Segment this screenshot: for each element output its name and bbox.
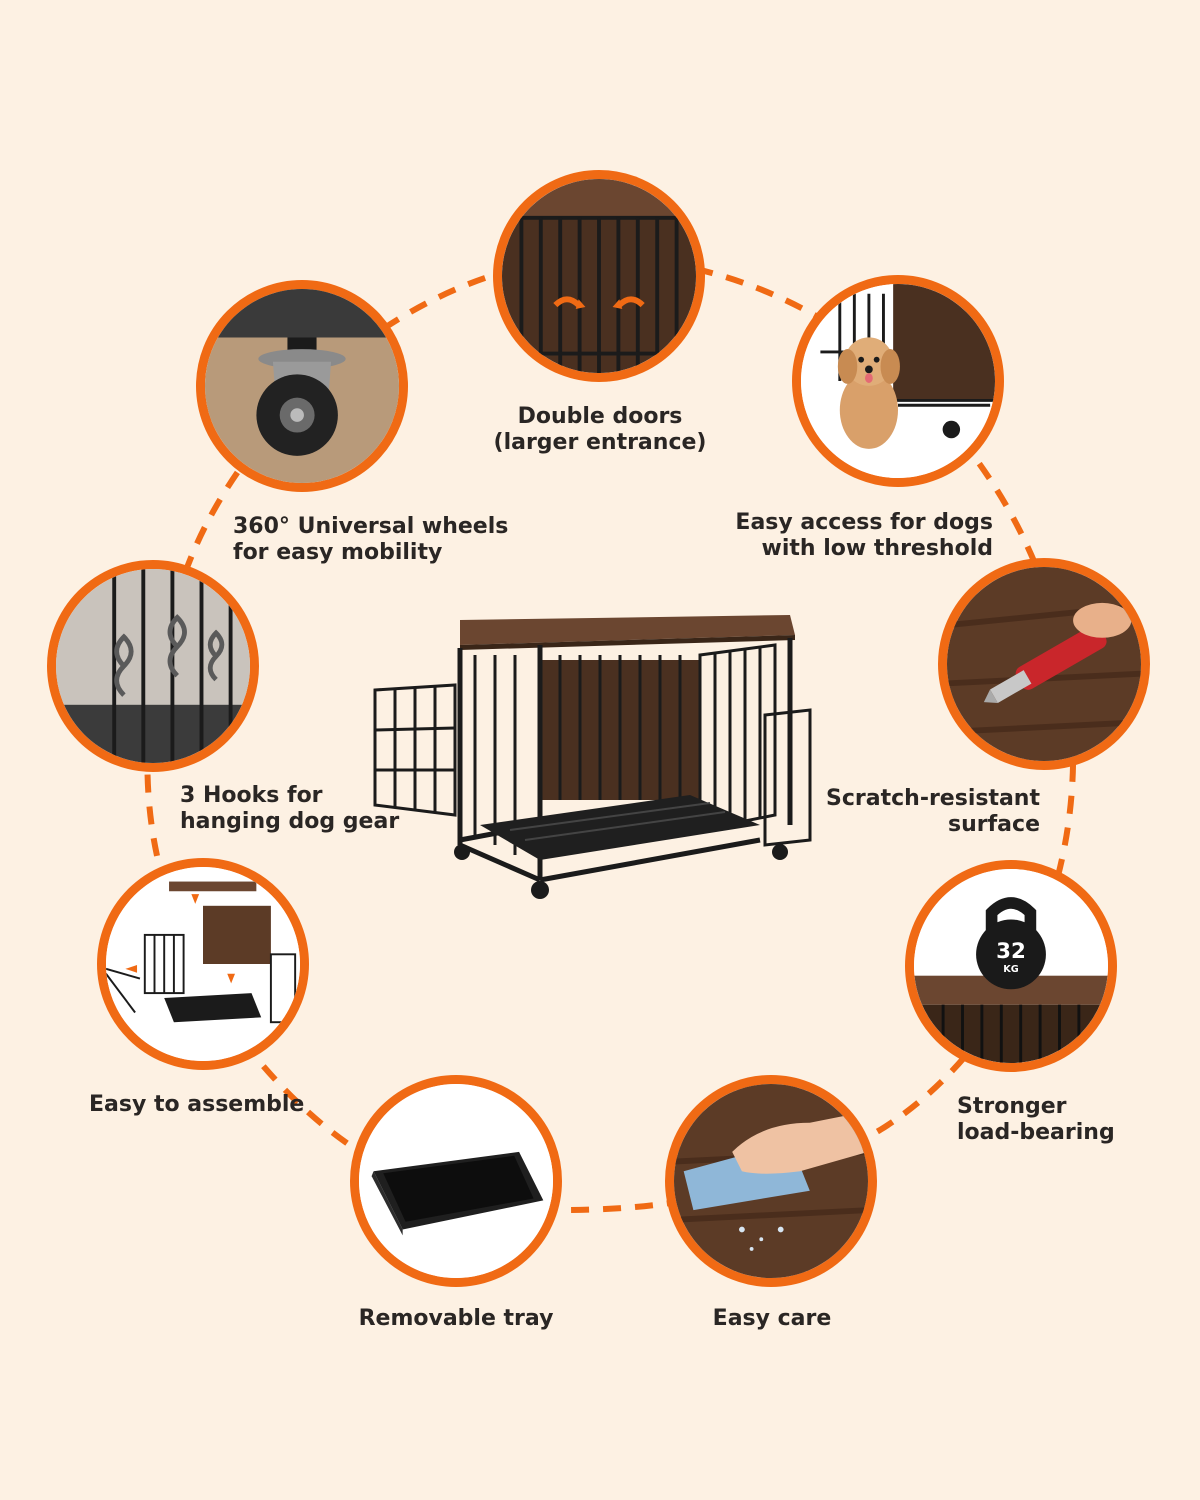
easy-access-label: Easy access for dogs with low threshold <box>693 510 993 562</box>
wheels-label: 360° Universal wheels for easy mobility <box>233 514 523 566</box>
easy-care-label-line-1: Easy care <box>712 1306 832 1331</box>
hooks-label-line-2: hanging dog gear <box>180 809 400 834</box>
double-doors-label-line-1: Double doors <box>517 404 683 429</box>
double-doors-label-line-2: (larger entrance) <box>493 430 707 455</box>
scratch-photo <box>938 558 1150 770</box>
caster-wheel-icon <box>205 289 399 483</box>
double-doors-label: Double doors (larger entrance) <box>460 404 740 456</box>
hooks-label: 3 Hooks for hanging dog gear <box>180 783 440 835</box>
crate-double-door-icon <box>502 179 696 373</box>
assemble-label-line-1: Easy to assemble <box>89 1092 305 1117</box>
kettlebell-unit: KG <box>1003 964 1019 975</box>
load-bearing-label-line-2: load-bearing <box>957 1120 1115 1145</box>
assemble-photo <box>97 858 309 1070</box>
easy-access-label-line-1: Easy access for dogs <box>735 510 993 535</box>
kettlebell-weight: 32 <box>996 939 1026 964</box>
wiping-hand-icon <box>674 1084 868 1278</box>
removable-tray-label: Removable tray <box>336 1306 576 1332</box>
wheels-label-line-2: for easy mobility <box>233 540 443 565</box>
cutter-blade-icon <box>947 567 1141 761</box>
load-bearing-photo: 32 KG <box>905 860 1117 1072</box>
tray-icon <box>359 1084 553 1278</box>
dog-crate-entry-icon <box>801 284 995 478</box>
dog-crate-furniture-icon <box>373 615 812 899</box>
load-bearing-label: Stronger load-bearing <box>957 1094 1157 1146</box>
easy-care-photo <box>665 1075 877 1287</box>
double-doors-photo <box>493 170 705 382</box>
scratch-label-line-2: surface <box>948 812 1040 837</box>
easy-access-photo <box>792 275 1004 487</box>
wheels-photo <box>196 280 408 492</box>
wheels-label-line-1: 360° Universal wheels <box>233 514 509 539</box>
scratch-label-line-1: Scratch-resistant <box>826 786 1040 811</box>
load-bearing-label-line-1: Stronger <box>957 1094 1067 1119</box>
hooks-photo <box>47 560 259 772</box>
kettlebell-icon: 32 KG <box>914 869 1108 1063</box>
removable-tray-photo <box>350 1075 562 1287</box>
easy-access-label-line-2: with low threshold <box>761 536 993 561</box>
hooks-label-line-1: 3 Hooks for <box>180 783 323 808</box>
assemble-label: Easy to assemble <box>89 1092 329 1118</box>
s-hooks-icon <box>56 569 250 763</box>
exploded-crate-icon <box>106 867 300 1061</box>
removable-tray-label-line-1: Removable tray <box>358 1306 554 1331</box>
easy-care-label: Easy care <box>672 1306 872 1332</box>
scratch-label: Scratch-resistant surface <box>760 786 1040 838</box>
